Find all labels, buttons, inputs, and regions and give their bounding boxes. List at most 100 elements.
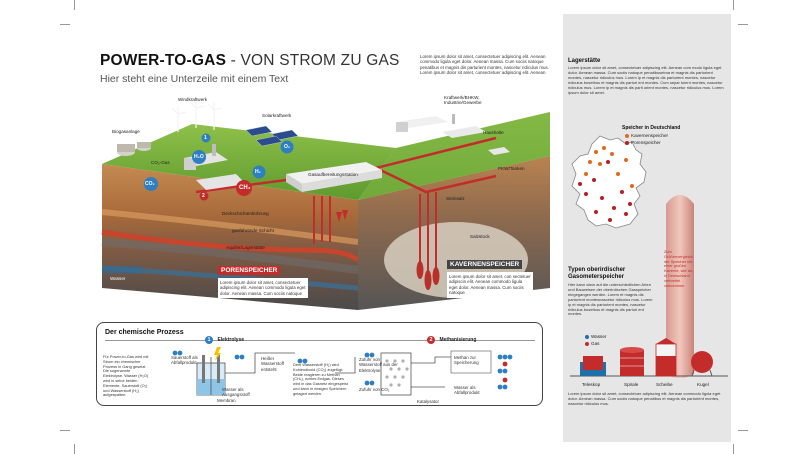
tank-label-spirale: Spirale [624, 382, 639, 387]
chemical-process-panel: Der chemische Prozess Für Power-to-Gas w… [96, 322, 543, 406]
tank-label-scheibe: Scheibe [656, 382, 673, 387]
map-legend-kavernen: Kavernenspeicher [625, 133, 668, 138]
legend-label-gas: Gas [591, 341, 600, 346]
typen-title: Typen oberirdischer Gasometerspeicher [568, 267, 626, 280]
porenspeicher-title: PORENSPEICHER [218, 266, 281, 275]
ch4-molecule [236, 180, 252, 196]
crop-mark [733, 0, 734, 10]
label-h2o: H₂O [194, 154, 204, 160]
crop-mark [738, 24, 748, 25]
gasometer-tanks [570, 338, 728, 377]
page-subtitle: Hier steht eine Unterzeile mit einem Tex… [100, 73, 289, 85]
legend-dot-poren [625, 140, 629, 145]
porenspeicher-callout: PORENSPEICHER Lorem ipsum dolor sit amet… [218, 259, 308, 299]
map-legend-poren: Porenspeicher [625, 140, 661, 145]
legend-label-wasser: Wasser [591, 334, 607, 339]
sidebar-lagerstatte-text: Lorem ipsum dolor sit amet, consectetuer… [568, 65, 724, 95]
step-2-number: 2 [202, 193, 205, 199]
label-gasfuhrende: gasführende Schicht [232, 228, 274, 233]
tank-spirale [620, 347, 644, 376]
kavernenspeicher-callout: KAVERNENSPEICHER Lorem ipsum dolor sit a… [447, 253, 533, 298]
germany-map [571, 135, 647, 229]
label-h2: H₂ [255, 169, 261, 175]
sidebar-lagerstatte-title: Lagerstätte [568, 58, 601, 64]
process-zufuhr-co2: Zufuhr von CO₂ [359, 387, 390, 392]
typen-text: Hier kann dann auf die unterschiedlichen… [568, 282, 653, 317]
wind-turbines [171, 100, 223, 132]
label-wasser: Wasser [110, 276, 126, 281]
step-2-label: Methanisierung [439, 337, 477, 343]
label-deckschicht: Deckschichtenbohrung [222, 211, 269, 216]
wells-left [313, 196, 331, 244]
tank-legend-gas: Gas [585, 341, 599, 346]
process-heiser-wasserstoff: Heißer Wasserstoff entsteht [261, 356, 284, 372]
lightning-icon [214, 347, 221, 361]
label-co2: CO₂ [145, 181, 155, 187]
down-arrow [336, 212, 342, 222]
label-steinsalz: Steinsalz [446, 196, 465, 201]
tank-kugel [691, 351, 713, 377]
label-salzstock: Salzstock [470, 234, 490, 239]
legend-label-kavernen: Kavernenspeicher [631, 133, 669, 138]
label-o2: O₂ [284, 144, 291, 150]
label-aquifer: Aquifer/Lagerstätte [226, 245, 265, 250]
title-bold: POWER-TO-GAS [100, 52, 227, 69]
process-sauerstoff: Sauerstoff als Abfallprodukt [171, 355, 198, 366]
label-kraftwerk: Kraftwerk/BHKW, Industrie/Gewerbe [444, 95, 482, 106]
o2-molecule [280, 140, 294, 154]
crop-mark [733, 444, 734, 454]
step-1-badge [201, 133, 211, 143]
process-zufuhr-wasserstoff: Zufuhr von Wasserstoff aus der Elektroly… [359, 357, 398, 373]
process-membran: Membran [217, 398, 236, 403]
storage-points-poren [578, 160, 632, 222]
step-2-badge [199, 191, 209, 201]
biogas-plant [117, 142, 151, 156]
label-ch4: CH₄ [239, 185, 251, 191]
legend-dot-wasser [585, 334, 589, 339]
kaverne [424, 270, 432, 290]
kaverne [416, 261, 424, 279]
process-divider [105, 340, 535, 341]
map-title: Speicher in Deutschland [622, 125, 681, 131]
label-solarkraftwerk: Solarkraftwerk [262, 113, 292, 118]
step-1-number: 1 [204, 135, 207, 141]
kavernenspeicher-text: Lorem ipsum dolor sit amet, con sectetue… [447, 272, 533, 298]
process-katalysator: Katalysator [417, 399, 439, 404]
porenspeicher-text: Lorem ipsum dolor sit amet, consectetuer… [218, 278, 308, 299]
crop-mark [60, 430, 70, 431]
step-1-heading: 1 Elektrolyse [205, 328, 244, 346]
label-biogasanlage: Biogasanlage [112, 129, 140, 134]
label-gasaufbereitung: Gasaufbereitungsstation [308, 172, 358, 177]
process-description: Dem Wasserstoff (H₂) wird Kohlendioxid (… [293, 362, 348, 396]
title-rest: - VON STROM ZU GAS [226, 52, 400, 69]
step-1-label: Elektrolyse [217, 337, 245, 343]
h2-molecule [252, 165, 266, 179]
step-1-badge: 1 [205, 336, 213, 344]
storage-points-kaverne [584, 146, 634, 188]
cavern-comparison-cylinder [666, 195, 694, 378]
h2o-molecule [192, 150, 206, 164]
tank-label-kugel: Kugel [697, 382, 709, 387]
tank-teleskop [580, 356, 606, 376]
co2-molecule [144, 177, 158, 191]
label-co2-gas: CO₂-Gas [151, 160, 170, 165]
sidebar-footer-text: Lorem ipsum dolor sit amet, consectetuer… [568, 391, 721, 406]
crop-mark [738, 430, 748, 431]
process-methan: Methan zur Speicherung [454, 355, 479, 366]
tank-scheibe [655, 338, 677, 377]
label-windkraftwerk: Windkraftwerk [178, 97, 208, 102]
process-title: Der chemische Prozess [105, 329, 184, 336]
process-illustration [172, 347, 513, 396]
legend-label-poren: Porenspeicher [631, 140, 661, 145]
step-2-badge: 2 [427, 336, 435, 344]
gasaufbereitungsstation [286, 162, 382, 192]
industry-buildings [396, 114, 510, 155]
label-haushalte: Haushalte [483, 130, 504, 135]
crop-mark [74, 444, 75, 454]
power-to-gas-diagram [101, 100, 550, 310]
cylinder-caption: Zum Größenvergleich der Speicher mit ein… [664, 249, 693, 288]
kavernenspeicher-title: KAVERNENSPEICHER [447, 260, 523, 269]
solar-panels [245, 125, 299, 147]
process-wasser-abfall: Wasser als Abfallprodukt [454, 385, 480, 396]
legend-dot-kavernen [625, 133, 629, 138]
